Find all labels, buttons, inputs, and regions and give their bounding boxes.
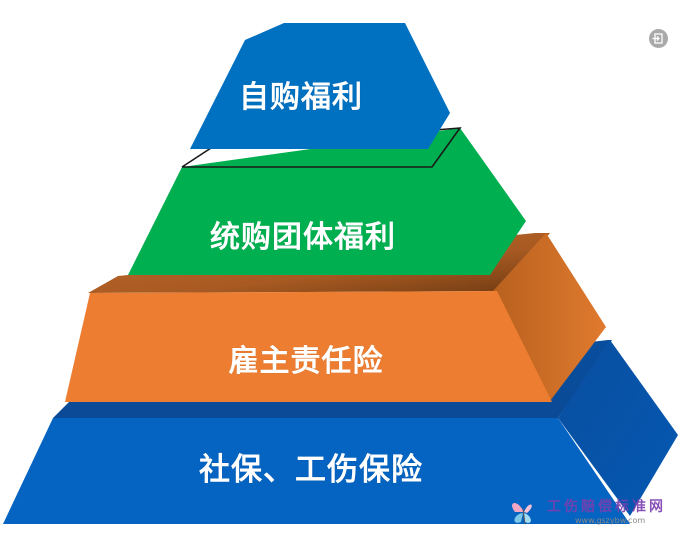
watermark-url: www.gszybw.com [575, 516, 646, 525]
third-front-face [65, 291, 552, 402]
top-face [190, 23, 450, 149]
exit-icon [652, 33, 663, 44]
third-side-face [493, 233, 606, 401]
watermark-title: 工伤赔偿标准网 [547, 499, 666, 515]
base-side-face [558, 340, 678, 516]
level-base-label: 社保、工伤保险 [199, 452, 423, 488]
watermark: 工伤赔偿标准网 www.gszybw.com [505, 494, 681, 530]
level-top [190, 23, 450, 149]
level-second-label: 统购团体福利 [210, 220, 396, 255]
level-top-label: 自购福利 [239, 80, 363, 115]
level-third-label: 雇主责任险 [228, 344, 384, 379]
level-second [128, 127, 526, 275]
second-front-face [128, 128, 526, 275]
exit-button[interactable] [649, 29, 668, 48]
butterfly-icon [512, 502, 532, 525]
second-edge-line [181, 127, 462, 168]
base-front-face [3, 418, 630, 524]
